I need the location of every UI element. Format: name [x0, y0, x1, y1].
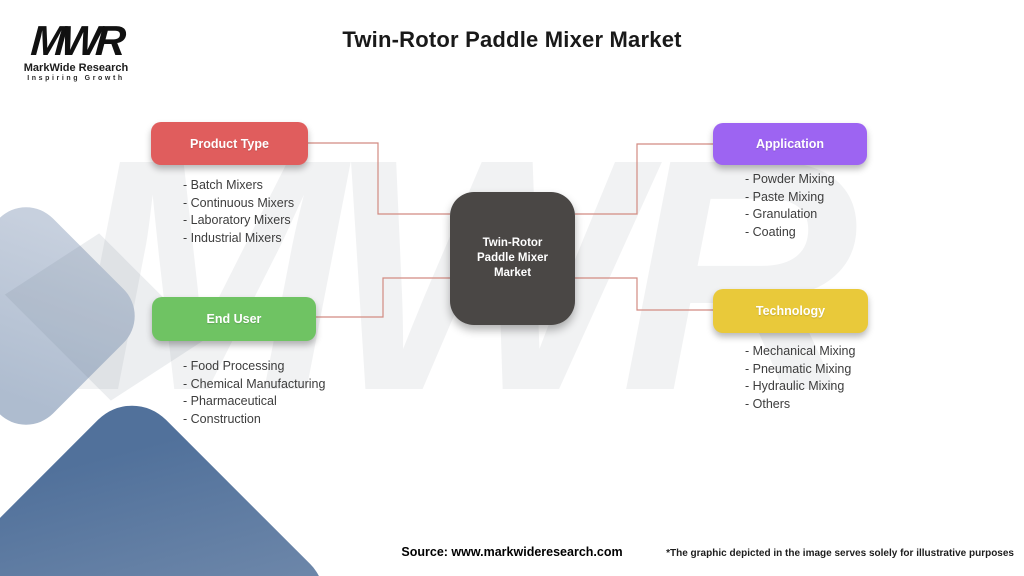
list-item: - Mechanical Mixing: [745, 344, 856, 358]
item-list-technology: - Mechanical Mixing - Pneumatic Mixing -…: [745, 343, 855, 413]
list-item: - Food Processing: [183, 359, 285, 373]
center-node-label: Twin-Rotor Paddle Mixer Market: [477, 237, 548, 279]
markwide-logo: MWR MarkWide Research Inspiring Growth: [20, 17, 132, 82]
category-label-end-user: End User: [206, 312, 262, 326]
list-item: - Coating: [745, 224, 796, 239]
list-item: - Hydraulic Mixing: [745, 379, 845, 393]
category-box-technology: Technology: [713, 289, 868, 333]
list-item: - Paste Mixing: [745, 189, 825, 204]
logo-tagline: Inspiring Growth: [27, 75, 125, 82]
item-list-end-user: - Food Processing - Chemical Manufacturi…: [183, 358, 325, 428]
list-item: - Pharmaceutical: [183, 394, 277, 408]
category-box-product-type: Product Type: [151, 122, 308, 165]
list-item: - Others: [745, 396, 791, 411]
list-item: - Construction: [183, 411, 261, 426]
logo-company-name: MarkWide Research: [23, 62, 129, 74]
disclaimer-text: *The graphic depicted in the image serve…: [666, 548, 1014, 559]
list-item: - Powder Mixing: [745, 172, 835, 186]
category-label-product-type: Product Type: [190, 136, 269, 151]
page-title: Twin-Rotor Paddle Mixer Market: [342, 27, 682, 52]
category-label-application: Application: [755, 137, 825, 151]
list-item: - Chemical Manufacturing: [183, 376, 326, 391]
list-item: - Granulation: [745, 207, 818, 221]
source-text: Source: www.markwideresearch.com: [401, 545, 623, 559]
list-item: - Continuous Mixers: [183, 195, 295, 210]
item-list-application: - Powder Mixing - Paste Mixing - Granula…: [745, 171, 835, 241]
category-box-application: Application: [713, 123, 867, 165]
item-list-product-type: - Batch Mixers - Continuous Mixers - Lab…: [183, 177, 294, 247]
center-node: Twin-Rotor Paddle Mixer Market: [450, 192, 575, 325]
category-box-end-user: End User: [152, 297, 316, 341]
list-item: - Industrial Mixers: [183, 230, 282, 245]
list-item: - Batch Mixers: [183, 178, 263, 192]
category-label-technology: Technology: [755, 304, 826, 318]
list-item: - Laboratory Mixers: [183, 213, 291, 227]
list-item: - Pneumatic Mixing: [745, 361, 852, 376]
